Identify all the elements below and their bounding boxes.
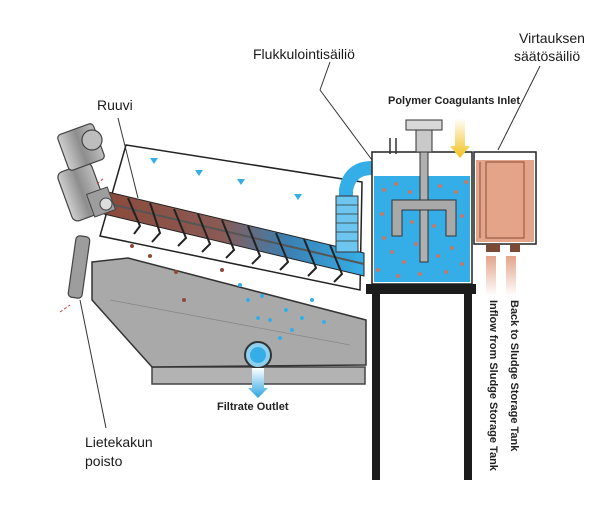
flow-regulating-tank-label-line2: säätösäiliö	[514, 48, 581, 64]
filtrate-outlet-pipe	[244, 341, 272, 398]
screw-label: Ruuvi	[97, 97, 133, 113]
flocculation-tank	[371, 119, 473, 285]
polymer-inlet-label: Polymer Coagulants Inlet	[388, 95, 521, 107]
sludge-flow-arrows	[486, 256, 516, 296]
cake-discharge-label-line2: poisto	[85, 453, 123, 469]
filtrate-outlet-label: Filtrate Outlet	[217, 401, 289, 413]
flow-regulating-tank	[473, 151, 537, 252]
feed-pipe	[335, 161, 373, 253]
polymer-inlet-arrow	[450, 118, 470, 158]
spray-nozzles	[150, 158, 302, 200]
cake-discharge-label-line1: Lietekakun	[85, 434, 153, 450]
back-to-storage-label: Back to Sludge Storage Tank	[508, 300, 520, 452]
leader-lines	[79, 61, 541, 429]
cake-discharge-chute	[59, 177, 105, 313]
filtrate-trough	[91, 257, 367, 368]
tank-stand	[366, 284, 476, 480]
flocculation-tank-label: Flukkulointisäiliö	[253, 46, 355, 62]
inflow-from-storage-label: Inflow from Sludge Storage Tank	[487, 300, 499, 471]
drip-particles	[130, 244, 326, 340]
screw-conveyor	[103, 191, 365, 283]
drive-motor	[57, 123, 117, 222]
flow-regulating-tank-label-line1: Virtauksen	[519, 30, 585, 46]
